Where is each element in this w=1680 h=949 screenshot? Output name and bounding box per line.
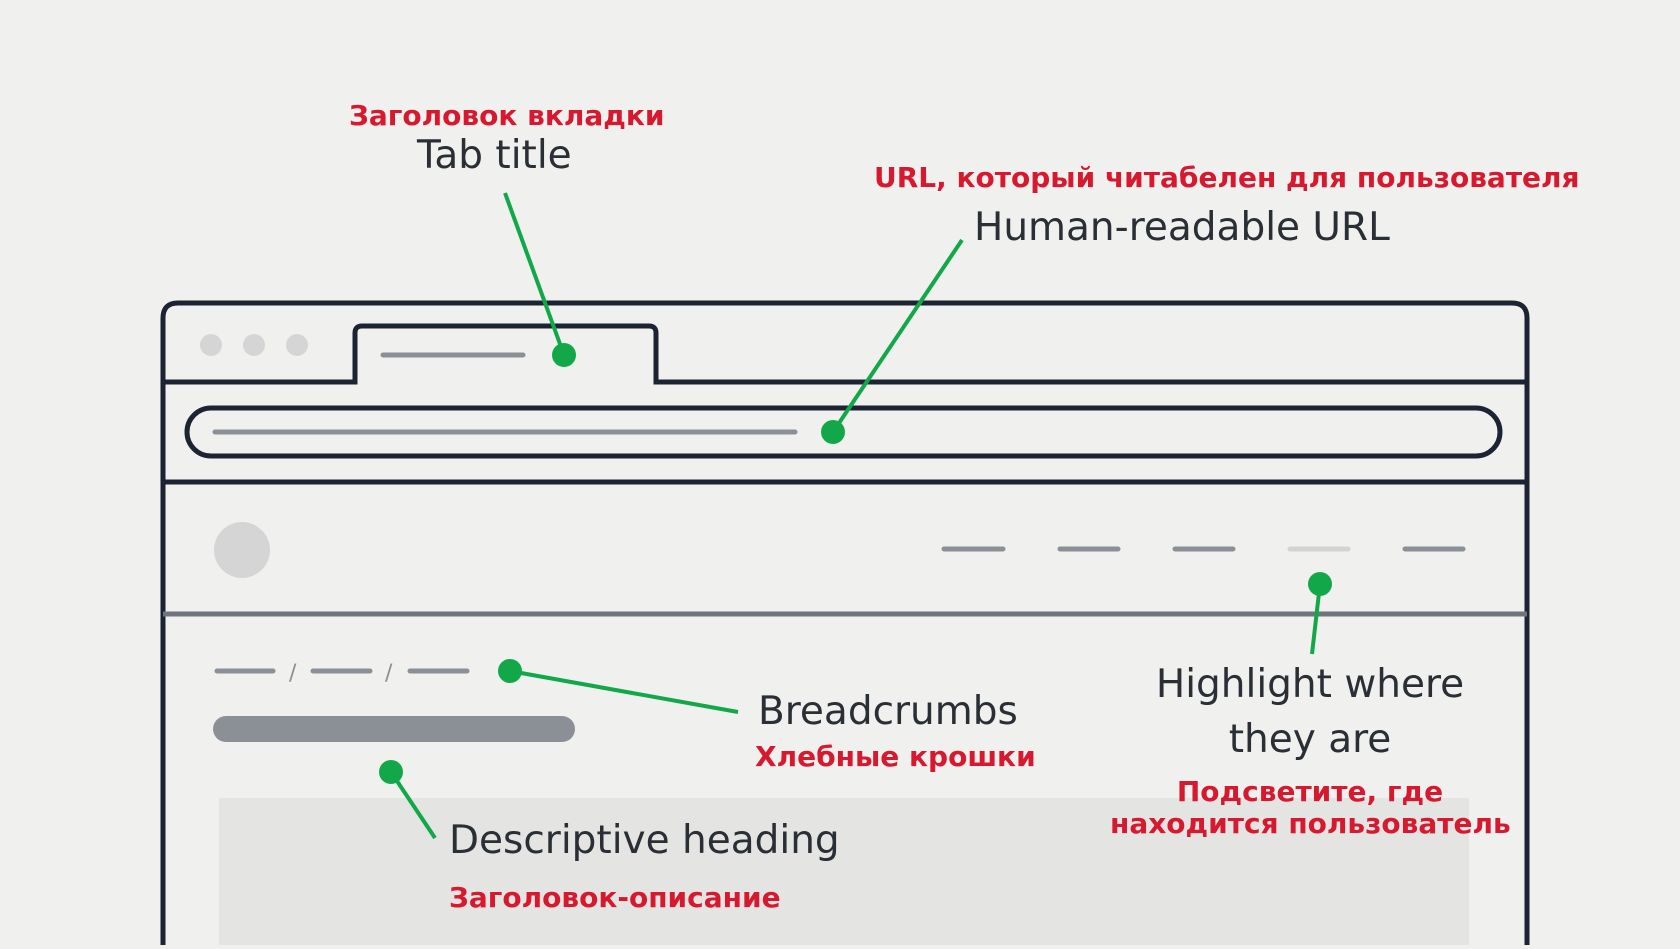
breadcrumbs-marker <box>498 659 522 683</box>
highlight-label-ru-line1: Подсветите, где <box>1176 775 1444 808</box>
address-bar[interactable] <box>184 405 1503 459</box>
breadcrumb-separator-2: / <box>385 661 393 686</box>
heading-callout-line <box>389 770 437 840</box>
tab-bar-divider <box>163 323 1527 385</box>
tab-title-marker <box>552 343 576 367</box>
tab-title-callout-line <box>503 192 566 356</box>
window-dot-2[interactable] <box>243 334 265 356</box>
highlight-marker <box>1308 572 1332 596</box>
breadcrumb-separator-1: / <box>289 661 297 686</box>
breadcrumbs-label-en: Breadcrumbs <box>758 689 1018 734</box>
highlight-label-ru-line2: находится пользователь <box>1110 807 1511 840</box>
page-heading-placeholder <box>213 716 575 742</box>
breadcrumbs-callout-line <box>509 669 739 714</box>
browser-window-frame <box>160 300 1530 945</box>
heading-marker <box>379 760 403 784</box>
tab-title-label-en: Tab title <box>417 133 572 178</box>
window-dot-3[interactable] <box>286 334 308 356</box>
highlight-label-en-line1: Highlight where <box>1155 662 1465 707</box>
url-callout-line <box>831 238 964 434</box>
highlight-label-en-line2: they are <box>1228 717 1392 762</box>
heading-label-ru: Заголовок-описание <box>449 881 781 914</box>
breadcrumbs-label-ru: Хлебные крошки <box>755 740 1036 773</box>
content-placeholder <box>219 798 1469 945</box>
url-label-en: Human-readable URL <box>974 205 1390 250</box>
window-dot-1[interactable] <box>200 334 222 356</box>
url-label-ru: URL, который читабелен для пользователя <box>874 161 1580 194</box>
site-logo-placeholder[interactable] <box>214 522 270 578</box>
tab-title-label-ru: Заголовок вкладки <box>349 99 665 132</box>
heading-label-en: Descriptive heading <box>449 818 840 863</box>
url-marker <box>821 420 845 444</box>
